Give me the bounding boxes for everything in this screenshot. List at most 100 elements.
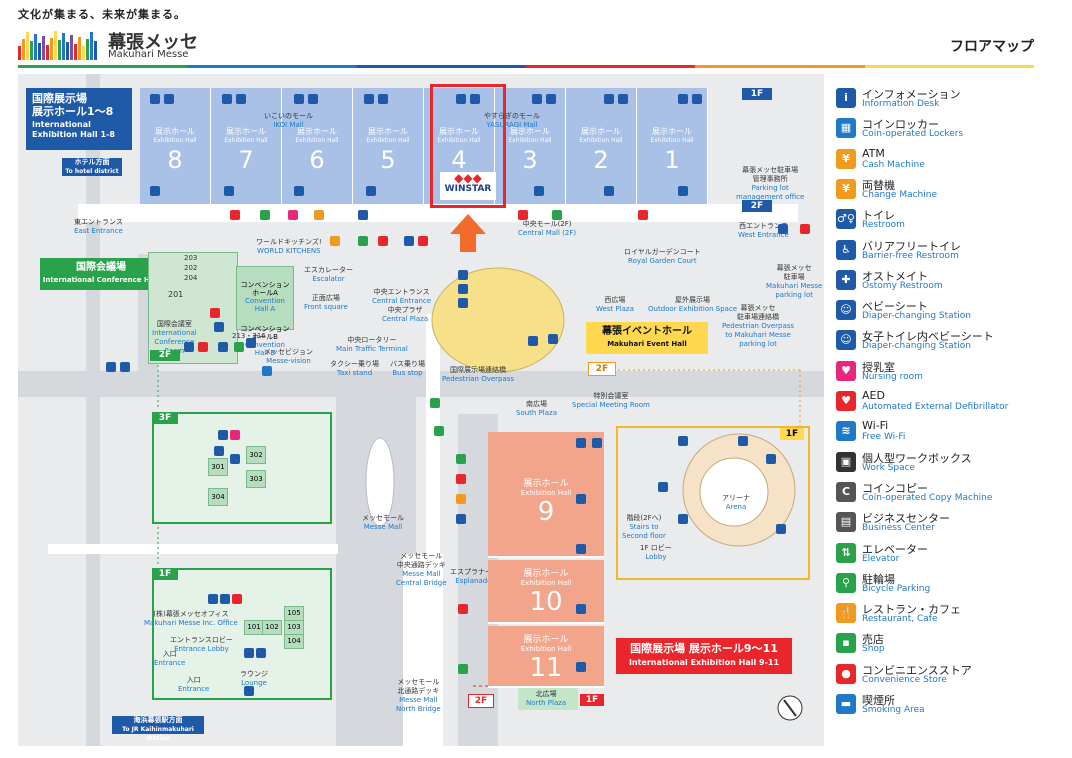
legend-label: 女子トイレ内ベビーシート xyxy=(862,330,994,344)
hall-4-highlight[interactable] xyxy=(430,84,506,208)
conf-floor-2f: 2F xyxy=(150,350,180,361)
facility-icon xyxy=(244,648,254,658)
facility-icon xyxy=(678,94,688,104)
logo-bar xyxy=(62,33,65,60)
room-204: 204 xyxy=(184,274,198,282)
room-301[interactable]: 301 xyxy=(208,458,228,476)
legend-label: コインコピー xyxy=(862,481,928,495)
ostomy-icon: ✚ xyxy=(836,269,856,290)
facility-icon xyxy=(246,338,256,348)
hall-label: 展示ホール xyxy=(581,127,621,136)
atm-icon: ¥ xyxy=(836,148,856,169)
room-range-label: 213・216 xyxy=(232,332,266,340)
facility-icon xyxy=(638,210,648,220)
room-303[interactable]: 303 xyxy=(246,470,266,488)
facility-icon xyxy=(230,430,240,440)
legend-label: トイレ xyxy=(862,209,895,223)
logo-bar xyxy=(70,35,73,60)
legend-label-en: Restaurant, Cafe xyxy=(862,614,938,625)
room-203: 203 xyxy=(184,254,198,262)
hall-label-en: Exhibition Hall xyxy=(520,645,572,653)
room-102[interactable]: 102 xyxy=(262,620,282,635)
hall-label: 展示ホール xyxy=(439,127,479,136)
legend-label-en: Work Space xyxy=(862,462,916,473)
facility-icon xyxy=(308,94,318,104)
hall-label: 展示ホール xyxy=(523,635,569,645)
room-202: 202 xyxy=(184,264,198,272)
hall-label-en: Exhibition Hall xyxy=(520,579,572,587)
legend-label-en: Diaper-changing Station xyxy=(862,311,971,322)
room-304[interactable]: 304 xyxy=(208,488,228,506)
legend-label-en: Business Center xyxy=(862,523,935,534)
messe-mall-deck xyxy=(403,554,443,746)
hall-number: 8 xyxy=(167,146,183,174)
facility-icon xyxy=(330,236,340,246)
room-104[interactable]: 104 xyxy=(284,634,304,649)
facility-icon xyxy=(604,94,614,104)
facility-icon xyxy=(618,94,628,104)
facility-icon xyxy=(678,186,688,196)
hall-number: 11 xyxy=(529,653,563,683)
facility-icon xyxy=(214,446,224,456)
hall-label: 展示ホール xyxy=(510,127,550,136)
hall-number: 1 xyxy=(664,146,680,174)
facility-icon xyxy=(184,342,194,352)
divider-segment xyxy=(18,65,188,68)
hall-label: 展示ホール xyxy=(523,479,569,489)
south-floor-2f: 2F xyxy=(468,694,494,708)
legend-label: ATM xyxy=(862,146,885,160)
hall-label-en: Exhibition Hall xyxy=(579,137,623,144)
info-icon: i xyxy=(836,88,856,108)
hall-label-en: Exhibition Hall xyxy=(224,137,268,144)
logo-bar xyxy=(30,41,33,60)
divider-segment xyxy=(695,65,865,68)
facility-icon xyxy=(470,94,480,104)
facility-icon xyxy=(210,308,220,318)
facility-icon xyxy=(214,322,224,332)
legend-label: 個人型ワークボックス xyxy=(862,451,972,465)
room-101[interactable]: 101 xyxy=(244,620,264,635)
logo-bar xyxy=(46,45,49,60)
room-302[interactable]: 302 xyxy=(246,446,266,464)
room-105[interactable]: 105 xyxy=(284,606,304,621)
facility-icon xyxy=(198,342,208,352)
facility-icon xyxy=(576,438,586,448)
legend-label: 授乳室 xyxy=(862,360,895,374)
restroom-icon: ♂♀ xyxy=(836,209,856,230)
logo-bar xyxy=(50,38,53,60)
legend-label-en: Nursing room xyxy=(862,371,923,382)
facility-icon xyxy=(230,210,240,220)
room-103[interactable]: 103 xyxy=(284,620,304,635)
facility-icon xyxy=(534,186,544,196)
legend-label: コインロッカー xyxy=(862,118,939,132)
facility-icon xyxy=(232,594,242,604)
logo-bar xyxy=(94,41,97,60)
legend-label: ビジネスセンター xyxy=(862,512,950,526)
copy-icon: C xyxy=(836,481,856,502)
floor-map[interactable]: 国際展示場 展示ホール1〜8 International Exhibition … xyxy=(18,74,824,746)
